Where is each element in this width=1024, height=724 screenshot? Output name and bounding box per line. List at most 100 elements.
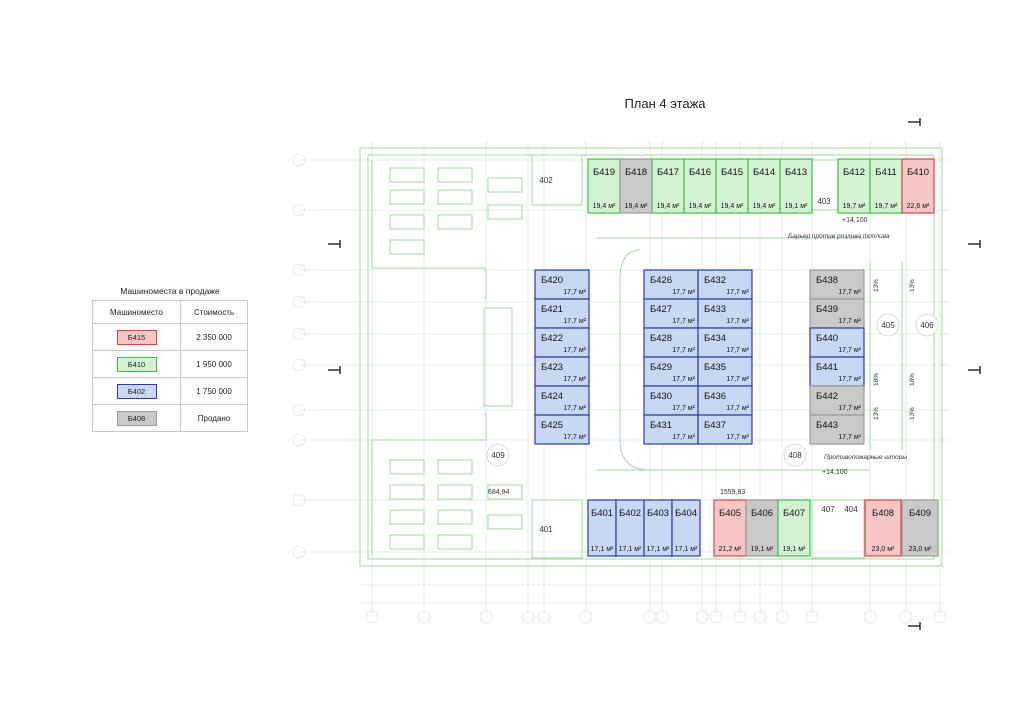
room-label: 404	[844, 505, 858, 514]
legend-swatch: Б415	[116, 329, 157, 345]
spot-id: Б440	[816, 333, 838, 344]
spot-box	[643, 269, 699, 300]
spot-area: 19,4 м²	[593, 203, 616, 210]
spot-area: 19,1 м²	[783, 546, 806, 553]
spot-id: Б422	[541, 333, 563, 344]
spot-id: Б403	[647, 508, 669, 519]
slope-label: 13%	[909, 279, 916, 292]
spot-area: 17,7 м²	[672, 289, 695, 296]
room-label: 407	[821, 505, 835, 514]
spot-id: Б402	[619, 508, 641, 519]
slope-label: 18%	[873, 373, 880, 386]
spot-area: 17,7 м²	[838, 434, 861, 441]
elevation-label: +14,100	[822, 469, 848, 476]
legend-swatch: Б402	[116, 383, 157, 399]
slope-label: 18%	[909, 373, 916, 386]
spot-area: 17,7 м²	[726, 405, 749, 412]
room-marker	[486, 443, 510, 467]
spot-box	[587, 499, 617, 557]
spot-id: Б441	[816, 362, 838, 373]
spot-area: 17,7 м²	[726, 289, 749, 296]
spot-area: 19,1 м²	[751, 546, 774, 553]
spot-id: Б417	[657, 167, 679, 178]
spot-box	[534, 269, 590, 300]
spot-box	[697, 269, 753, 300]
spot-id: Б438	[816, 275, 838, 286]
spot-id: Б436	[704, 391, 726, 402]
spot-box	[809, 327, 865, 358]
spot-id: Б426	[650, 275, 672, 286]
spot-box	[901, 499, 939, 557]
slope-label: 13%	[909, 407, 916, 420]
spot-area: 19,4 м²	[625, 203, 648, 210]
spot-id: Б411	[875, 167, 896, 178]
room-label: 403	[817, 197, 831, 206]
spot-id: Б420	[541, 275, 563, 286]
spot-box	[697, 327, 753, 358]
spot-id: Б433	[704, 304, 726, 315]
legend-price: Продано	[180, 404, 248, 432]
spot-id: Б430	[650, 391, 672, 402]
legend-price: 2 350 000	[180, 323, 248, 351]
room-marker	[783, 443, 807, 467]
spot-id: Б427	[650, 304, 672, 315]
spot-area: 17,7 м²	[672, 405, 695, 412]
spot-id: Б415	[721, 167, 743, 178]
spot-id: Б437	[704, 420, 726, 431]
legend-col-price: Стоимость	[180, 300, 248, 324]
spot-area: 19,7 м²	[843, 203, 866, 210]
spot-area: 17,7 м²	[672, 434, 695, 441]
spot-area: 22,6 м²	[907, 203, 930, 210]
spot-id: Б435	[704, 362, 726, 373]
spot-area: 17,7 м²	[563, 347, 586, 354]
spot-box	[747, 158, 781, 214]
spot-area: 17,7 м²	[838, 318, 861, 325]
